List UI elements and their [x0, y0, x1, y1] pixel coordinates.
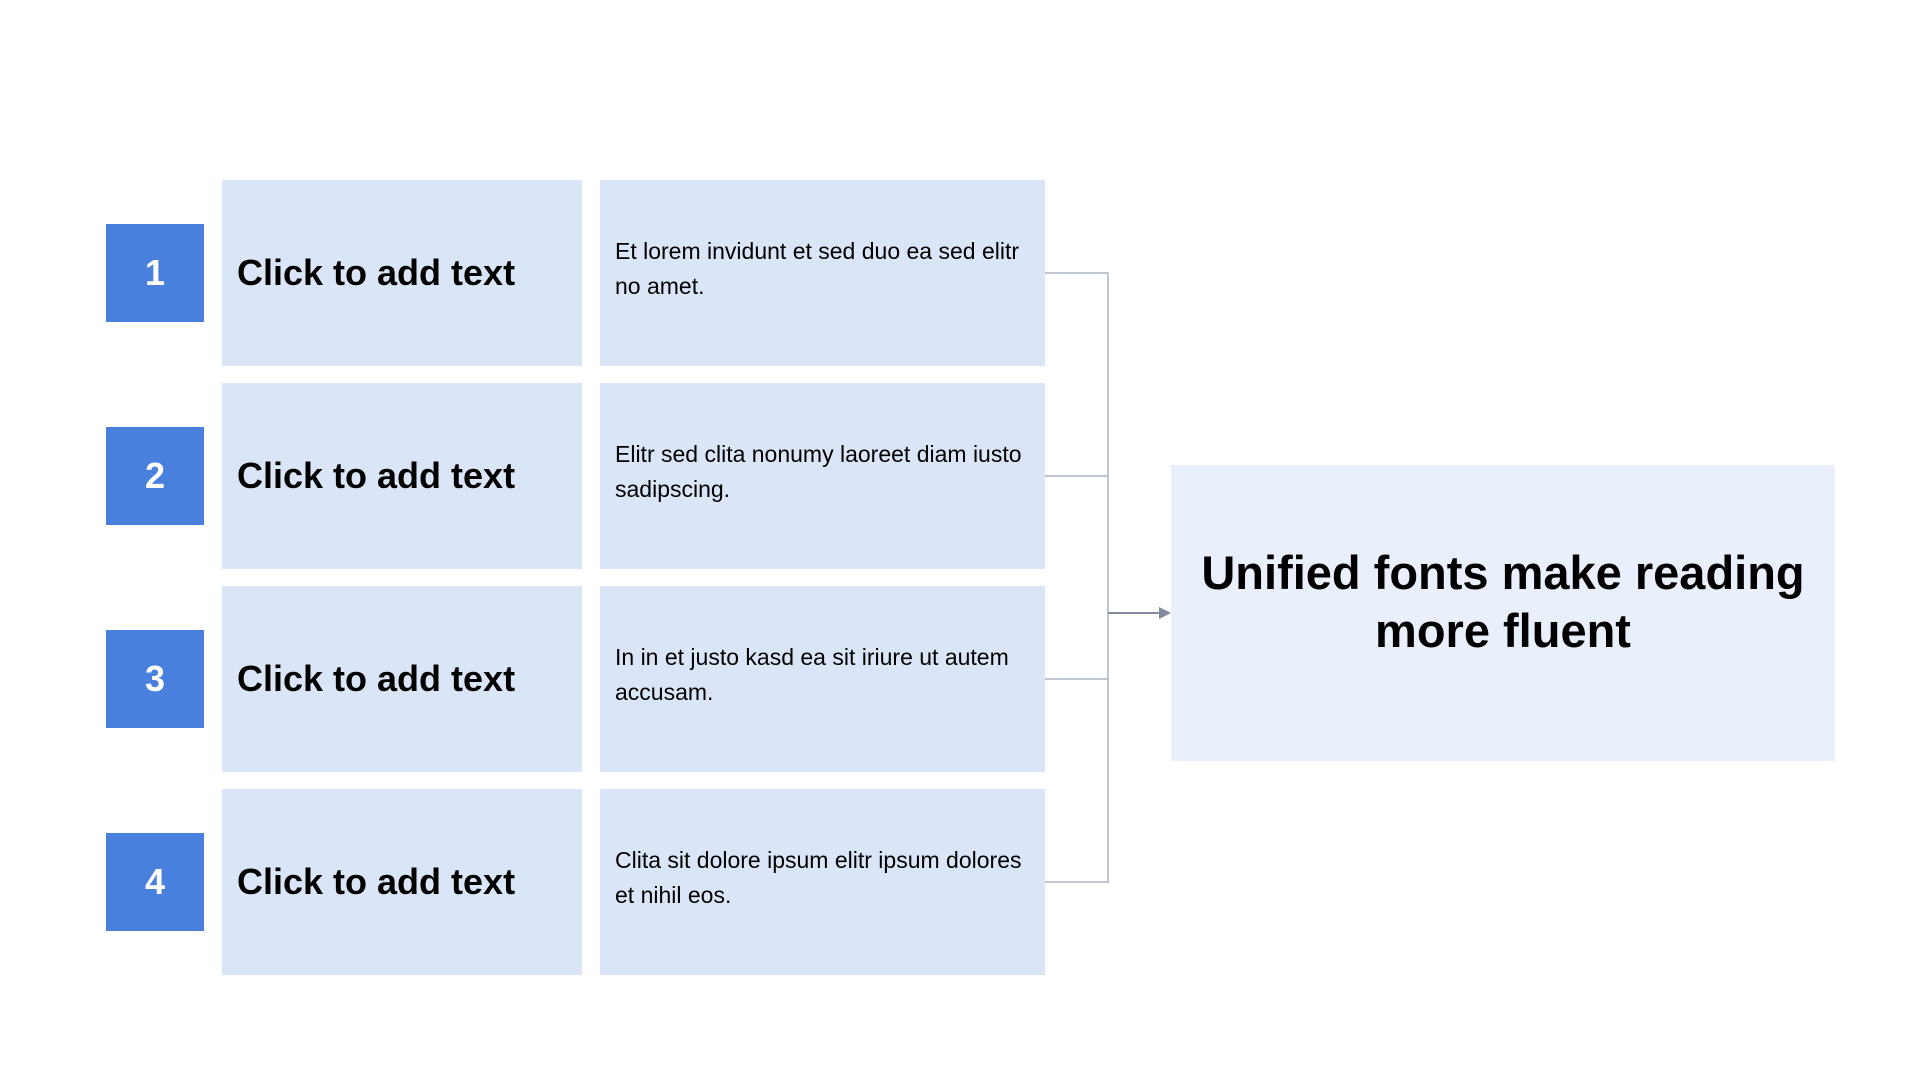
arrow-head-icon: [1159, 607, 1171, 619]
step-title-3: Click to add text: [237, 658, 516, 699]
step-description-box-1[interactable]: Et lorem invidunt et sed duo ea sed elit…: [600, 180, 1045, 366]
step-description-box-4[interactable]: Clita sit dolore ipsum elitr ipsum dolor…: [600, 789, 1045, 975]
step-title-1: Click to add text: [237, 252, 516, 293]
step-number-4: 4: [106, 833, 204, 931]
step-description-1: Et lorem invidunt et sed duo ea sed elit…: [615, 238, 1020, 299]
connector-1: [1045, 272, 1109, 613]
step-number-2: 2: [106, 427, 204, 525]
step-title-box-4[interactable]: Click to add text: [222, 789, 582, 975]
step-description-box-2[interactable]: Elitr sed clita nonumy laoreet diam iust…: [600, 383, 1045, 569]
step-description-4: Clita sit dolore ipsum elitr ipsum dolor…: [615, 847, 1022, 908]
step-title-box-1[interactable]: Click to add text: [222, 180, 582, 366]
result-text: Unified fonts make reading more fluent: [1201, 546, 1805, 657]
step-description-box-3[interactable]: In in et justo kasd ea sit iriure ut aut…: [600, 586, 1045, 772]
step-title-2: Click to add text: [237, 455, 516, 496]
step-number-3: 3: [106, 630, 204, 728]
connector-4: [1045, 613, 1109, 883]
step-title-box-3[interactable]: Click to add text: [222, 586, 582, 772]
result-box[interactable]: Unified fonts make reading more fluent: [1171, 465, 1835, 761]
step-title-4: Click to add text: [237, 861, 516, 902]
step-title-box-2[interactable]: Click to add text: [222, 383, 582, 569]
step-number-1: 1: [106, 224, 204, 322]
step-description-2: Elitr sed clita nonumy laoreet diam iust…: [615, 441, 1022, 502]
step-description-3: In in et justo kasd ea sit iriure ut aut…: [615, 644, 1009, 705]
